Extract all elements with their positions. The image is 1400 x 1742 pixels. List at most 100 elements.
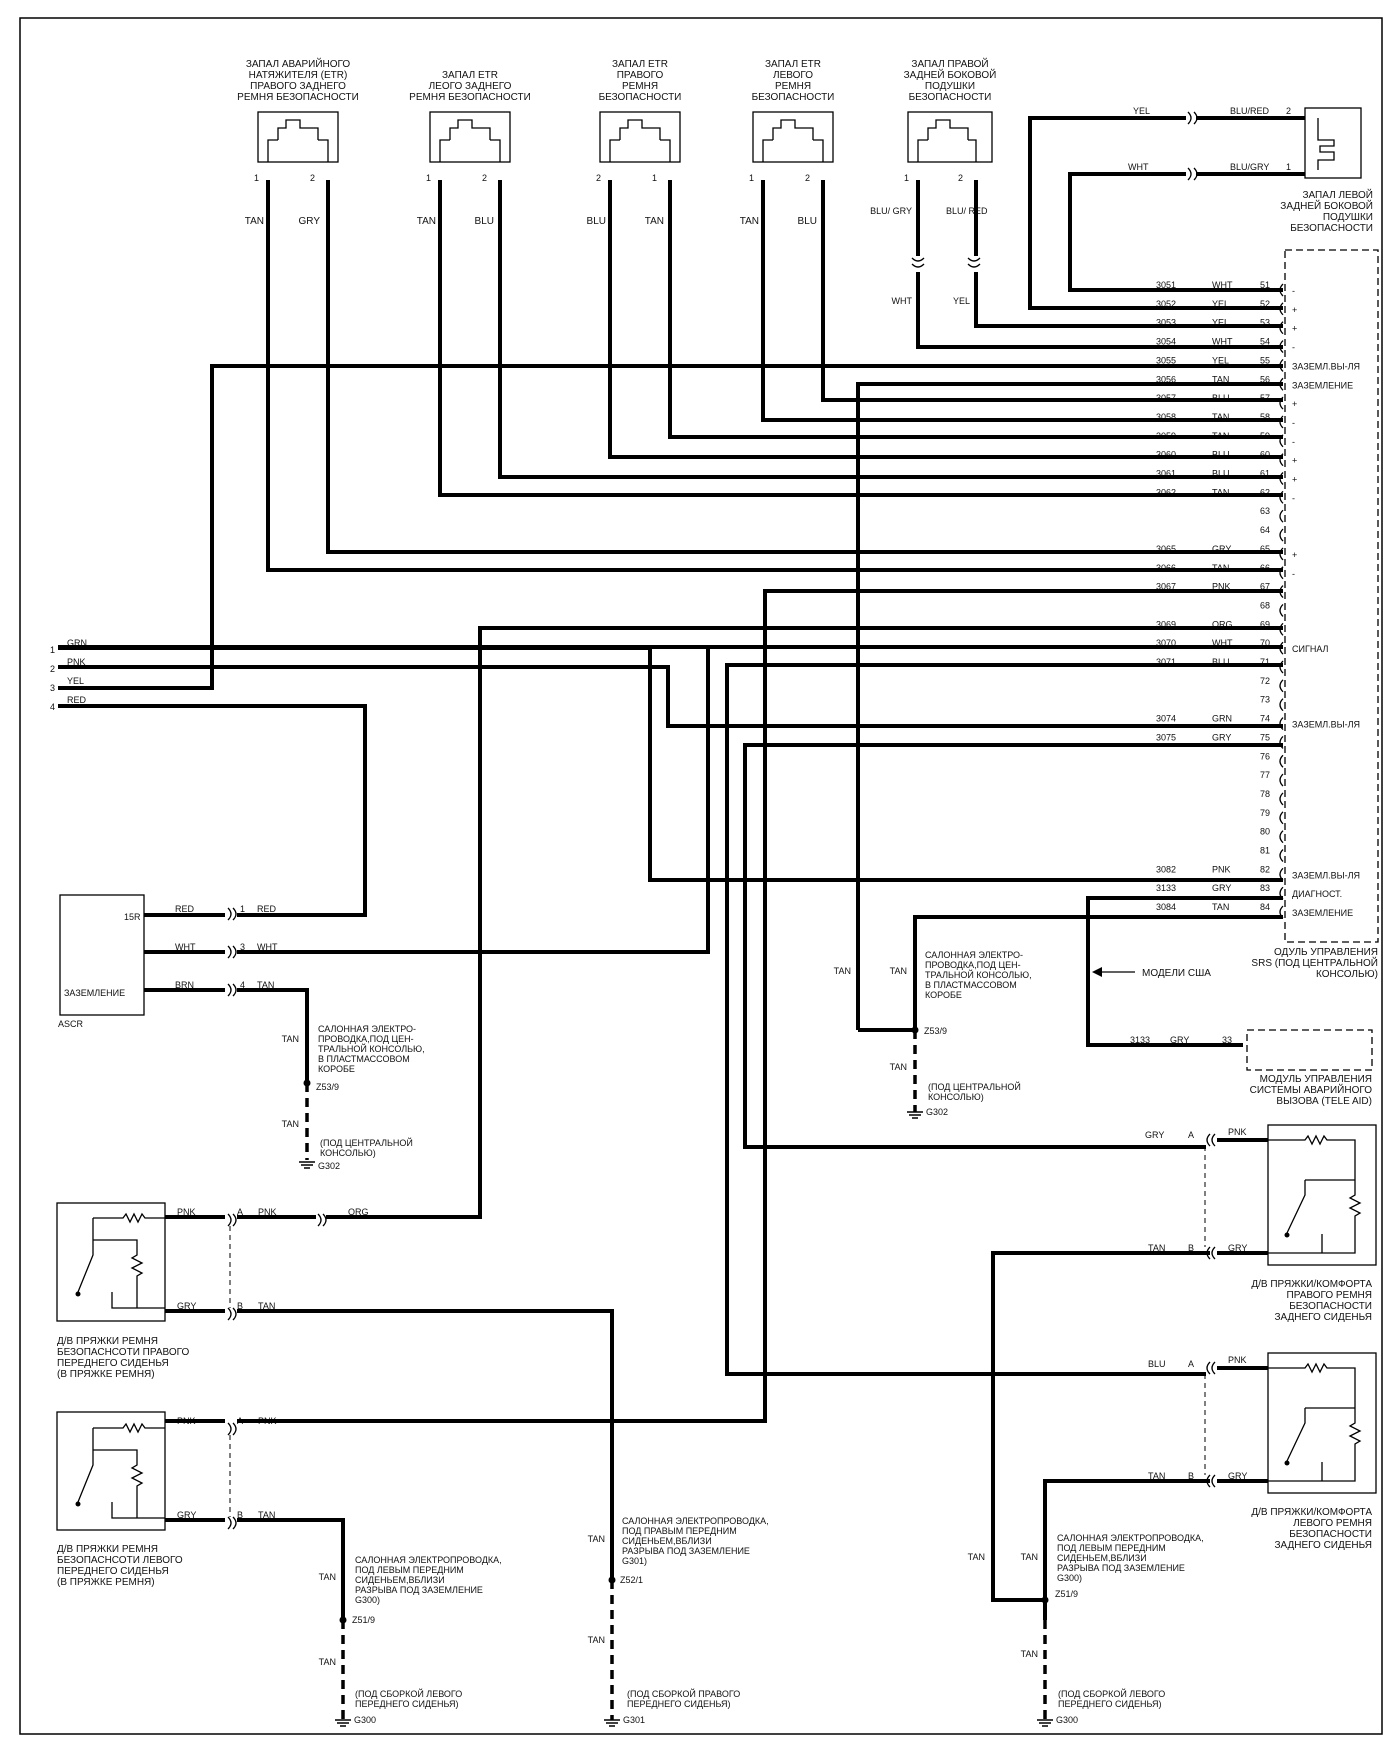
squib-left-etr-wire-1: TAN [740, 216, 759, 227]
buckle-rf-label-3: ПЕРЕДНЕГО СИДЕНЬЯ [57, 1358, 169, 1369]
srs-row-pin: 62 [1260, 487, 1270, 497]
lsa-connector-1 [1187, 111, 1198, 125]
lsa-pin-2: 2 [1286, 106, 1291, 116]
srs-row-function: - [1292, 493, 1295, 503]
splice-rear-wire-bottom: TAN [1021, 1649, 1038, 1659]
wire-3066 [266, 180, 1283, 572]
srs-row-circuit: 3074 [1156, 714, 1176, 724]
srs-row-pin: 55 [1260, 355, 1270, 365]
srs-row-color: YEL [1212, 299, 1229, 309]
srs-row-terminal [1279, 735, 1284, 749]
srs-row-function: - [1292, 343, 1295, 353]
squib-rr-etr-label-3: ПРАВОГО ЗАДНЕГО [250, 81, 346, 92]
srs-row-pin: 70 [1260, 638, 1270, 648]
tele-aid-box [1246, 1029, 1373, 1071]
splice-ascr-ground-desc-1: (ПОД ЦЕНТРАЛЬНОЙ [320, 1137, 413, 1148]
splice-ascr-desc-4: В ПЛАСТМАССОВОМ [318, 1054, 410, 1064]
squib-lr-etr-label-2: ЛЕОГО ЗАДНЕГО [429, 81, 512, 92]
splice-rear-wire-top-1: TAN [968, 1552, 985, 1562]
splice-lf-wire-bottom: TAN [319, 1657, 336, 1667]
left-input-color-4: RED [67, 695, 87, 705]
srs-row-circuit: 3071 [1156, 657, 1176, 667]
buckle-lf-wb-left: GRY [177, 1510, 196, 1520]
splice-srs-desc-5: КОРОБЕ [925, 990, 962, 1000]
squib-rsa-wire-2: BLU/ RED [946, 206, 988, 216]
splice-rf-dot [608, 1576, 616, 1584]
splice-rf-ground-desc-1: (ПОД СБОРКОЙ ПРАВОГО [627, 1688, 740, 1699]
srs-row-color: TAN [1212, 412, 1229, 422]
wire-3065 [326, 180, 1283, 554]
srs-row-circuit: 3066 [1156, 563, 1176, 573]
buckle-lf-box [56, 1411, 166, 1531]
squib-lr-etr-label-1: ЗАПАЛ ETR [442, 70, 498, 81]
srs-row-color: TAN [1212, 374, 1229, 384]
srs-module-label-2: SRS (ПОД ЦЕНТРАЛЬНОЙ [1251, 956, 1378, 969]
srs-row-pin: 79 [1260, 808, 1270, 818]
splice-lf-desc-5: G300) [355, 1595, 380, 1605]
splice-ascr-ground: G302 [318, 1161, 340, 1171]
splice-rf-id: Z52/1 [620, 1575, 643, 1585]
squib-lr-etr: ЗАПАЛ ETR ЛЕОГО ЗАДНЕГО РЕМНЯ БЕЗОПАСНОС… [409, 70, 531, 227]
wire-3067 [237, 589, 1283, 1423]
wiring [58, 116, 1305, 1720]
squib-lsa-symbol [1317, 118, 1335, 170]
splice-lf-dot [339, 1616, 347, 1624]
buckle-lf-label-2: БЕЗОПАСНСОТИ ЛЕВОГО [57, 1555, 183, 1566]
srs-row-function: - [1292, 437, 1295, 447]
buckle-rf-box [56, 1202, 166, 1322]
wire-3057 [821, 180, 1283, 402]
squib-right-etr-wire-2: TAN [645, 216, 664, 227]
buckle-rr-label-1: Д/В ПРЯЖКИ/КОМФОРТА [1251, 1279, 1372, 1290]
buckle-lr-pin-b: B [1188, 1471, 1194, 1481]
splice-lf: TAN САЛОННАЯ ЭЛЕКТРОПРОВОДКА, ПОД ЛЕВЫМ … [319, 1555, 502, 1727]
squib-right-etr-box [599, 111, 681, 163]
splice-ascr-desc-3: ТРАЛЬНОЙ КОНСОЛЬЮ, [318, 1043, 425, 1054]
wire-3061 [498, 180, 1283, 479]
buckle-lr-wb-left: TAN [1148, 1471, 1165, 1481]
buckle-rr-pin-b: B [1188, 1243, 1194, 1253]
wire-3056 [856, 382, 1283, 1030]
lsa-wire-blu-gry: BLU/GRY [1230, 162, 1269, 172]
wire-3059 [668, 180, 1283, 439]
wire-3055 [58, 364, 1283, 690]
squib-rsa-label-3: ПОДУШКИ [925, 81, 975, 92]
squib-rr-etr-label-4: РЕМНЯ БЕЗОПАСНОСТИ [237, 92, 359, 103]
splice-ascr-desc-2: ПРОВОДКА,ПОД ЦЕН- [318, 1034, 414, 1044]
srs-row-pin: 69 [1260, 619, 1270, 629]
srs-row-pin: 71 [1260, 657, 1270, 667]
squib-rsa-label-1: ЗАПАЛ ПРАВОЙ [911, 57, 988, 70]
buckle-rf-pin-b: B [237, 1301, 243, 1311]
buckle-rf-label-2: БЕЗОПАСНСОТИ ПРАВОГО [57, 1347, 189, 1358]
squib-right-etr-pin-2: 2 [596, 173, 601, 183]
squib-rr-etr-label-2: НАТЯЖИТЕЛЯ (ETR) [249, 70, 348, 81]
buckle-switch-rf: Д/В ПРЯЖКИ РЕМНЯ БЕЗОПАСНСОТИ ПРАВОГО ПЕ… [56, 1202, 369, 1380]
srs-row-pin: 73 [1260, 695, 1270, 705]
buckle-rf-wa-far: ORG [348, 1207, 369, 1217]
splice-rear-id: Z51/9 [1055, 1589, 1078, 1599]
splice-srs-wire-top-2: TAN [890, 966, 907, 976]
srs-module-label-3: КОНСОЛЬЮ) [1316, 969, 1378, 980]
splice-rear-dot [1041, 1596, 1049, 1604]
splice-rf-desc-4: РАЗРЫВА ПОД ЗАЗЕМЛЕНИЕ [622, 1546, 750, 1556]
splice-ascr-wire-bottom: TAN [282, 1119, 299, 1129]
srs-row-circuit: 3052 [1156, 299, 1176, 309]
wire-3058 [761, 180, 1283, 422]
squib-rsa-connector-1 [911, 257, 925, 268]
ground-g301-icon [604, 1719, 620, 1727]
buckle-switch-lf: Д/В ПРЯЖКИ РЕМНЯ БЕЗОПАСНСОТИ ЛЕВОГО ПЕР… [56, 1411, 277, 1588]
tele-aid-module: 3133 GRY 33 МОДУЛЬ УПРАВЛЕНИЯ СИСТЕМЫ АВ… [1130, 1029, 1373, 1107]
buckle-lf-pin-b: B [237, 1510, 243, 1520]
srs-row-function: ДИАГНОСТ. [1292, 889, 1342, 899]
wire-3052 [1028, 116, 1305, 310]
srs-module-label-1: ОДУЛЬ УПРАВЛЕНИЯ [1274, 947, 1378, 958]
wire-3054 [916, 180, 1283, 349]
tele-aid-circuit: 3133 [1130, 1035, 1150, 1045]
buckle-lr-label-4: ЗАДНЕГО СИДЕНЬЯ [1274, 1540, 1372, 1551]
squib-right-etr-label-1: ЗАПАЛ ETR [612, 59, 668, 70]
splice-srs: TAN TAN САЛОННАЯ ЭЛЕКТРО- ПРОВОДКА,ПОД Ц… [834, 950, 1032, 1119]
wire-3075 [743, 743, 1283, 1149]
buckle-rf-wa-right: PNK [258, 1207, 277, 1217]
ascr-wire-red-left: RED [175, 904, 195, 914]
splice-rear-ground-desc-1: (ПОД СБОРКОЙ ЛЕВОГО [1058, 1688, 1165, 1699]
